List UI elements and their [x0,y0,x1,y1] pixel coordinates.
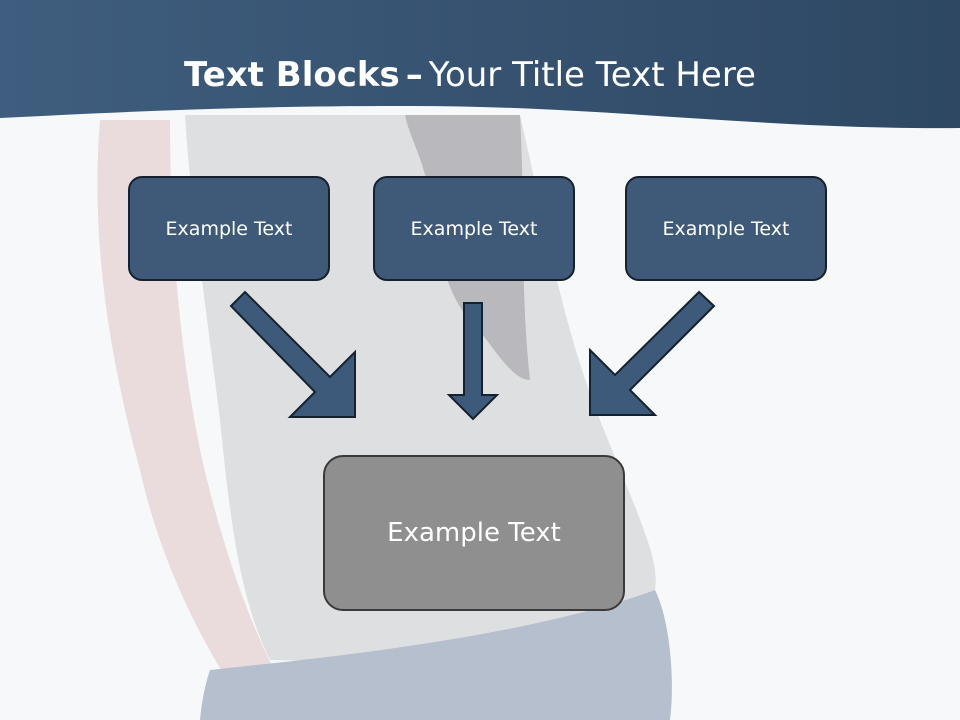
text-block-right: Example Text [625,176,827,281]
arrow-center-to-target [446,302,500,421]
title-bold: Text Blocks [184,55,400,95]
text-block-left-label: Example Text [165,217,293,240]
text-block-center-label: Example Text [410,217,538,240]
text-block-right-label: Example Text [662,217,790,240]
header-band [0,0,960,129]
slide-title: Text Blocks–Your Title Text Here [0,52,940,98]
arrow-left-to-target [229,290,356,418]
text-block-left: Example Text [128,176,330,281]
text-block-center: Example Text [373,176,575,281]
text-block-target-label: Example Text [387,518,561,548]
text-block-target: Example Text [323,455,625,611]
arrow-right-to-target [589,290,716,416]
title-rest: Your Title Text Here [428,55,756,95]
title-separator: – [405,55,423,95]
